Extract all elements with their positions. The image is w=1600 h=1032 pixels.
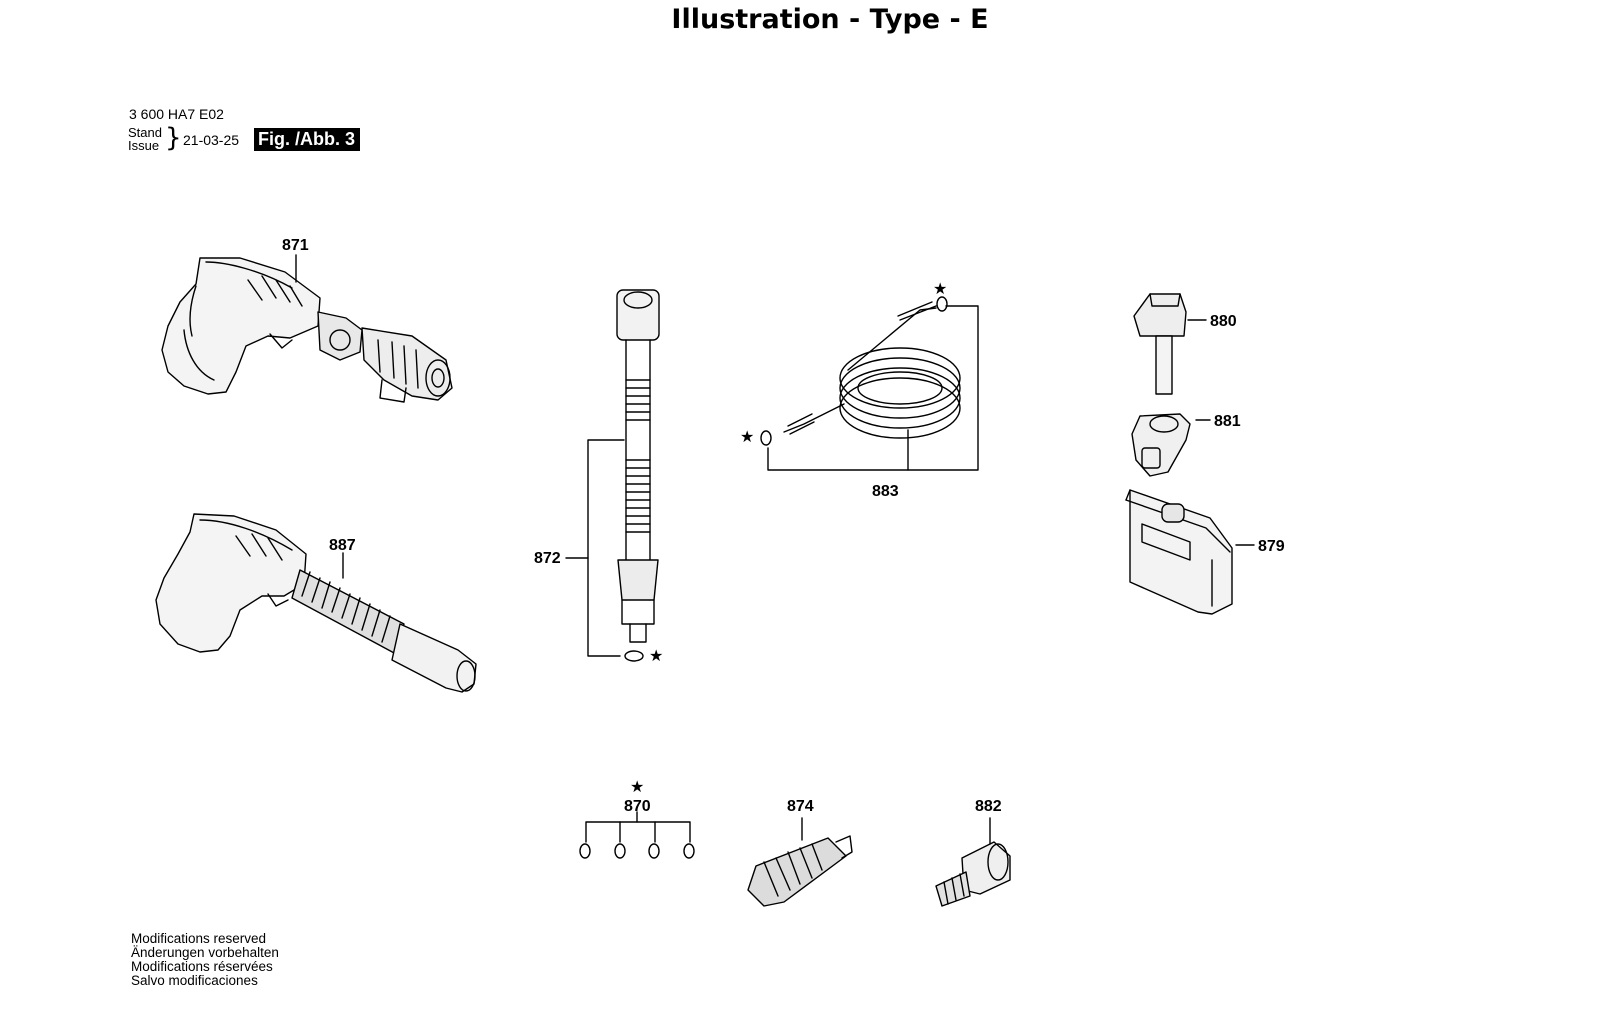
- brace-symbol: }: [165, 123, 182, 153]
- part-881-holder: [1131, 413, 1211, 477]
- footer-modifications-note: Modifications reserved Änderungen vorbeh…: [131, 932, 279, 988]
- stand-issue-labels: Stand Issue: [128, 126, 162, 152]
- part-879-detergent-tank: [1125, 489, 1255, 615]
- part-880-cap: [1133, 293, 1207, 395]
- footer-line-de: Änderungen vorbehalten: [131, 945, 279, 960]
- star-marker-870: ★: [630, 777, 644, 796]
- part-882-adapter: [935, 817, 1011, 907]
- page-title-text: Illustration - Type - E: [671, 4, 989, 35]
- footer-line-es: Salvo modificaciones: [131, 973, 258, 988]
- callout-887: 887: [329, 537, 356, 554]
- part-872-lance: [565, 289, 660, 662]
- callout-881: 881: [1214, 413, 1241, 430]
- callout-882: 882: [975, 798, 1002, 815]
- callout-880: 880: [1210, 313, 1237, 330]
- footer-line-en: Modifications reserved: [131, 931, 267, 946]
- part-874-foam-nozzle: [747, 817, 853, 907]
- callout-874: 874: [787, 798, 814, 815]
- callout-870: 870: [624, 798, 651, 815]
- callout-879: 879: [1258, 538, 1285, 555]
- part-883-hose: [760, 296, 979, 471]
- figure-label: Fig. /Abb. 3: [254, 128, 360, 151]
- part-887-spray-gun-with-lance: [155, 513, 477, 693]
- footer-line-fr: Modifications réservées: [131, 959, 273, 974]
- part-870-o-rings: [579, 811, 695, 859]
- callout-872: 872: [534, 550, 561, 567]
- issue-label: Issue: [128, 138, 160, 153]
- star-marker-883-top: ★: [933, 279, 947, 298]
- issue-date: 21-03-25: [183, 132, 240, 148]
- document-number: 3 600 HA7 E02: [129, 106, 224, 122]
- stand-label: Stand: [128, 125, 162, 140]
- star-marker-883-left: ★: [740, 427, 754, 446]
- callout-871: 871: [282, 237, 309, 254]
- part-871-spray-gun-with-adapter: [161, 254, 453, 403]
- star-marker-872: ★: [649, 646, 663, 665]
- callout-883: 883: [872, 483, 899, 500]
- page-title: Illustration - Type - E: [0, 4, 1600, 35]
